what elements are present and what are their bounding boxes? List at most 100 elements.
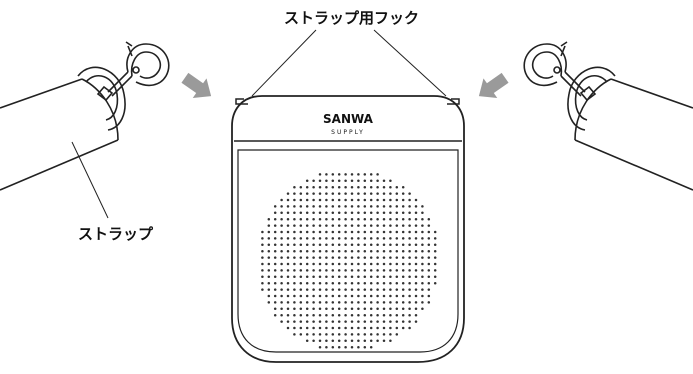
grille-dot [318,345,322,349]
grille-dot [389,269,392,272]
grille-dot [427,294,431,298]
grille-dot [401,230,405,234]
grille-dot [267,237,271,240]
speaker-body [231,95,465,363]
grille-dot [280,256,283,259]
grille-dot [389,333,392,336]
grille-dot [363,262,367,266]
grille-dot [376,320,379,323]
grille-dot [414,224,418,227]
grille-dot [318,185,322,189]
grille-dot [369,237,373,240]
grille-dot [318,339,322,343]
grille-dot [273,288,277,291]
grille-dot [312,333,315,336]
grille-dot [382,249,386,253]
grille-dot [344,179,347,183]
grille-dot [427,243,431,247]
grille-dot [325,198,328,202]
grille-dot [305,249,309,253]
grille-dot [312,243,315,247]
grille-dot [337,179,341,183]
grille-dot [273,313,277,317]
grille-dot [357,173,360,176]
grille-dot [344,339,347,343]
grille-dot [293,326,296,330]
grille-dot [312,192,315,195]
grille-dot [427,224,431,227]
grille-dot [293,313,296,317]
grille-dot [350,185,354,189]
grille-dot [401,185,405,189]
grille-dot [286,237,290,240]
grille-dot [357,288,360,291]
grille-dot [267,230,271,234]
grille-dot [357,326,360,330]
grille-dot [305,307,309,311]
grille-dot [305,262,309,266]
grille-dot [389,243,392,247]
grille-dot [312,294,315,298]
grille-dot [280,320,283,323]
grille-dot [395,224,399,227]
grille-dot [344,224,347,227]
grille-dot [331,198,335,202]
grille-dot [357,211,360,215]
grille-dot [305,333,309,336]
grille-dot [401,198,405,202]
grille-dot [325,205,328,208]
grille-dot [286,198,290,202]
grille-dot [401,192,405,195]
grille-dot [376,173,379,176]
grille-dot [299,333,303,336]
grille-dot [344,217,347,221]
grille-dot [299,288,303,291]
grille-dot [312,211,315,215]
grille-dot [273,205,277,208]
grille-dot [325,237,328,240]
grille-dot [427,262,431,266]
grille-dot [389,288,392,291]
grille-dot [421,249,424,253]
grille-dot [376,326,379,330]
grille-dot [350,288,354,291]
grille-dot [389,313,392,317]
grille-dot [408,192,411,195]
grille-dot [331,333,335,336]
grille-dot [267,275,271,279]
grille-dot [408,313,411,317]
grille-dot [325,307,328,311]
grille-dot [261,230,264,234]
grille-dot [357,333,360,336]
grille-dot [369,326,373,330]
grille-dot [357,256,360,259]
grille-dot [337,294,341,298]
grille-dot [389,256,392,259]
grille-dot [376,275,379,279]
grille-dot [427,217,431,221]
grille-dot [293,333,296,336]
grille-dot [293,224,296,227]
grille-dot [376,217,379,221]
grille-dot [312,281,315,285]
grille-dot [408,249,411,253]
grille-dot [382,224,386,227]
grille-dot [350,326,354,330]
grille-dot [337,339,341,343]
grille-dot [331,249,335,253]
grille-dot [389,192,392,195]
grille-dot [414,313,418,317]
grille-dot [376,269,379,272]
grille-dot [273,262,277,266]
grille-dot [401,262,405,266]
grille-dot [369,224,373,227]
grille-dot [382,326,386,330]
grille-dot [331,262,335,266]
grille-dot [395,288,399,291]
grille-dot [331,275,335,279]
grille-dot [363,179,367,183]
strap-label: ストラップ [78,225,154,243]
grille-dot [331,281,335,285]
grille-dot [421,269,424,272]
grille-dot [293,294,296,298]
